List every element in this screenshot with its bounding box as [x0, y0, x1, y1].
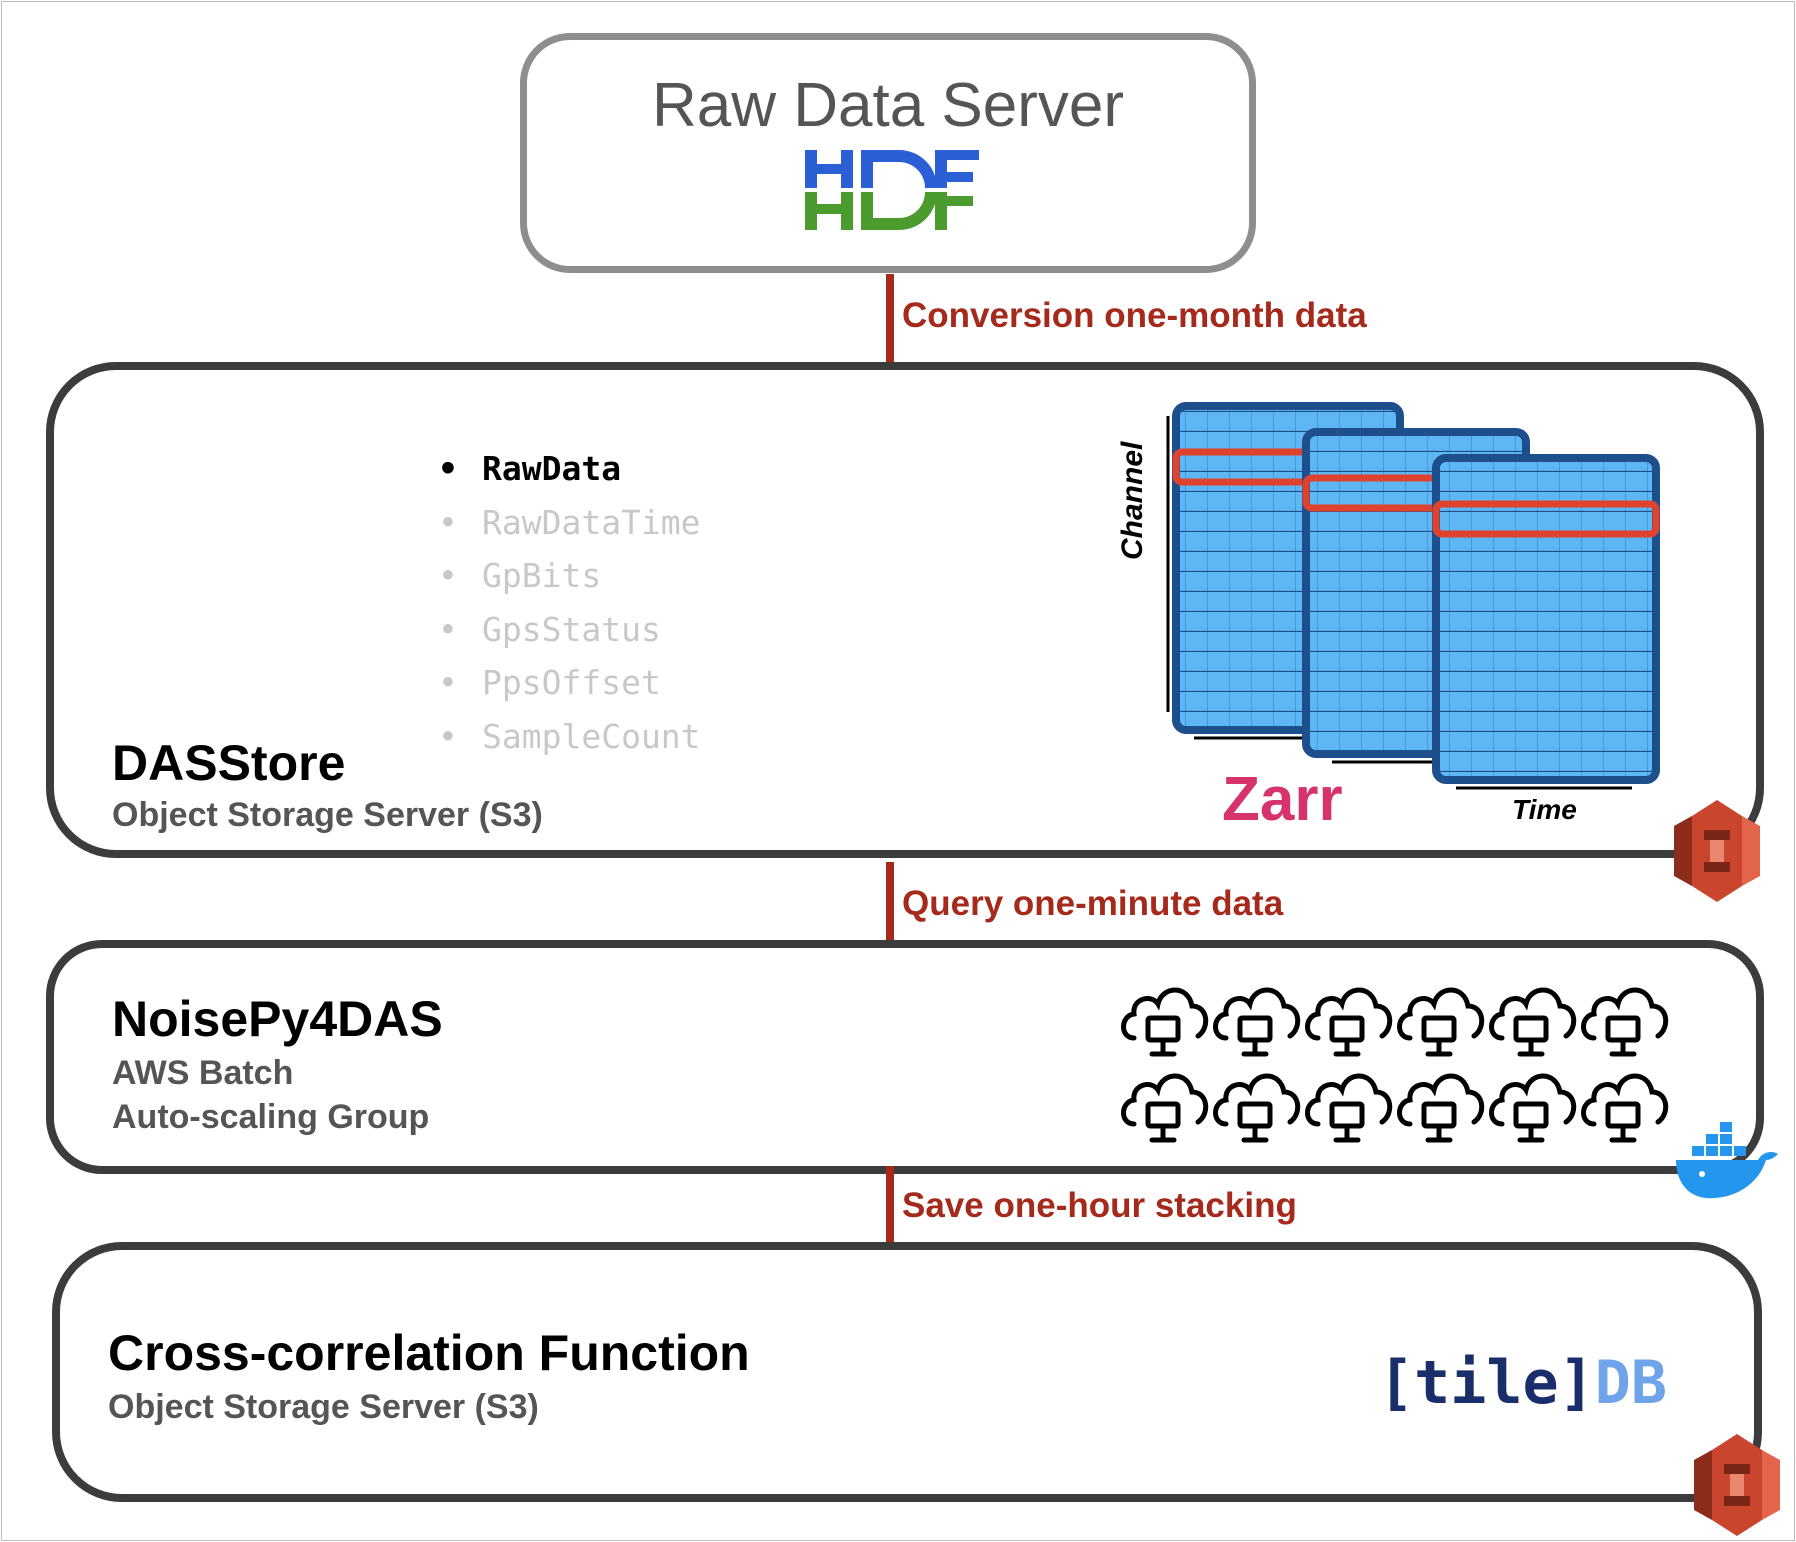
noisepy-title: NoisePy4DAS	[112, 991, 443, 1047]
noisepy-box	[46, 940, 1764, 1174]
dataset-item: •GpBits	[438, 556, 602, 595]
raw-data-server-title: Raw Data Server	[651, 71, 1125, 140]
dataset-item: •PpsOffset	[438, 663, 661, 702]
noisepy-subtitle-asg: Auto-scaling Group	[112, 1098, 430, 1136]
cloud-computer-icon	[1584, 990, 1666, 1054]
cloud-computer-icon	[1400, 990, 1482, 1054]
tiledb-logo-tile: [tile]	[1378, 1348, 1595, 1418]
aws-s3-icon	[1694, 1434, 1780, 1536]
noisepy-subtitle-batch: AWS Batch	[112, 1054, 294, 1092]
time-axis-label: Time	[1512, 794, 1577, 825]
zarr-label: Zarr	[1222, 765, 1343, 834]
raw-data-server-box: Raw Data Server	[520, 33, 1256, 273]
cloud-computer-icon	[1124, 990, 1206, 1054]
channel-axis-label: Channel	[1116, 441, 1149, 560]
ccf-box	[52, 1242, 1762, 1502]
dataset-list: •RawData •RawDataTime •GpBits •GpsStatus…	[438, 442, 701, 763]
cloud-computer-icon	[1308, 1076, 1390, 1140]
cloud-computer-icon	[1492, 1076, 1574, 1140]
cloud-computer-icon	[1216, 990, 1298, 1054]
dataset-item: •SampleCount	[438, 716, 701, 756]
hdf-logo	[805, 150, 979, 230]
cloud-computer-icon	[1492, 990, 1574, 1054]
dataset-item: •RawDataTime	[438, 502, 701, 542]
docker-icon	[1676, 1122, 1778, 1199]
zarr-grid-3	[1432, 454, 1660, 784]
cloud-computer-icon	[1216, 1076, 1298, 1140]
dasstore-subtitle: Object Storage Server (S3)	[112, 796, 543, 834]
save-arrow-label: Save one-hour stacking	[902, 1186, 1297, 1225]
tiledb-logo-db: DB	[1594, 1348, 1667, 1418]
cloud-computer-grid	[1116, 972, 1672, 1146]
conversion-arrow-label: Conversion one-month data	[902, 296, 1367, 335]
cloud-computer-icon	[1400, 1076, 1482, 1140]
dasstore-title: DASStore	[112, 735, 346, 791]
zarr-chunk-grids	[1166, 402, 1660, 790]
aws-s3-icon	[1674, 800, 1760, 902]
cloud-computer-icon	[1308, 990, 1390, 1054]
ccf-title: Cross-correlation Function	[108, 1325, 750, 1381]
cloud-computer-icon	[1124, 1076, 1206, 1140]
query-arrow-label: Query one-minute data	[902, 884, 1284, 923]
dataset-item: •RawData	[438, 449, 622, 488]
cloud-computer-icon	[1584, 1076, 1666, 1140]
tiledb-logo: [tile]DB	[1378, 1348, 1667, 1418]
ccf-subtitle: Object Storage Server (S3)	[108, 1388, 539, 1426]
dataset-item: •GpsStatus	[438, 609, 661, 649]
